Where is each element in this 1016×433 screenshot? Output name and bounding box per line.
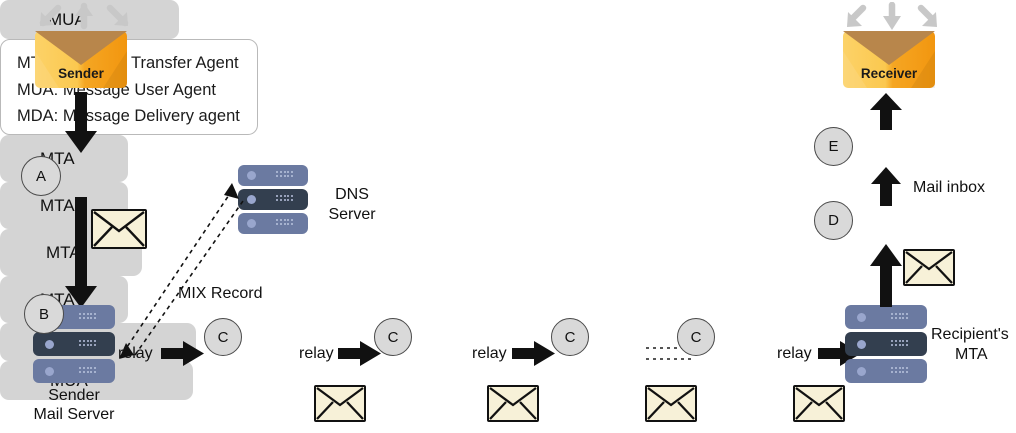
sender-envelope-label: Sender: [58, 66, 104, 81]
relay-label-3: relay: [472, 345, 507, 362]
envelope-sender-mua: [91, 209, 147, 249]
arrow-mua-to-sender-mail-server: [65, 197, 97, 308]
step-badge-a: A: [21, 156, 61, 196]
step-badge-c-4: C: [677, 318, 715, 356]
envelope-recipient-mta: [903, 249, 955, 286]
mta-label-3: MTA: [46, 242, 81, 262]
dns-server-label-line2: Server: [328, 206, 376, 223]
step-badge-c-3: C: [551, 318, 589, 356]
recipient-mta-label-line2: MTA: [955, 346, 988, 363]
sender-mail-server-label-line1: Sender: [48, 387, 100, 404]
step-badge-b: B: [24, 294, 64, 334]
relay-label-1: relay: [118, 345, 153, 362]
receiver-envelope: Receiver: [843, 31, 935, 88]
relay-label-4: relay: [777, 345, 812, 362]
dns-server: [238, 165, 308, 234]
arrow-relay-2: [338, 341, 381, 366]
arrow-mua-to-receiver: [870, 93, 902, 130]
envelope-mta-2: [487, 385, 539, 422]
sender-envelope: Sender: [35, 31, 127, 88]
step-badge-e: E: [814, 127, 853, 166]
receiver-envelope-label: Receiver: [860, 66, 918, 81]
recipient-mta-server: [845, 305, 927, 383]
arrow-sender-to-mua: [65, 92, 97, 153]
legend-line-mda: MDA: Message Delivery agent: [17, 107, 240, 126]
receiver-envelope-flap-icon: [843, 31, 935, 88]
dns-query-arrows: [119, 183, 244, 359]
sender-motion-arrows-icon: [39, 2, 129, 30]
step-badge-c-1: C: [204, 318, 242, 356]
dns-server-label-line1: DNS: [335, 186, 369, 203]
envelope-mta-1: [314, 385, 366, 422]
arrow-relay-1: [161, 341, 204, 366]
mta-label-2: MTA: [40, 195, 75, 215]
arrow-recipient-mta-to-mda: [870, 244, 902, 307]
sender-envelope-flap-icon: [35, 31, 127, 88]
step-badge-d: D: [814, 201, 853, 240]
receiver-motion-arrows-icon: [847, 2, 937, 30]
step-badge-c-2: C: [374, 318, 412, 356]
mta-ellipsis-connector: [646, 347, 692, 360]
mix-record-label: MIX Record: [178, 285, 263, 302]
arrow-relay-3: [512, 341, 555, 366]
envelope-mta-3: [645, 385, 697, 422]
mta-pill-1[interactable]: MTA: [0, 135, 128, 182]
recipient-mta-label-line1: Recipient's: [931, 326, 1009, 343]
arrow-mda-to-mua: [871, 167, 901, 206]
relay-label-2: relay: [299, 345, 334, 362]
mail-inbox-label: Mail inbox: [913, 179, 986, 196]
envelope-mta-4: [793, 385, 845, 422]
sender-mail-server-label-line2: Mail Server: [33, 406, 115, 423]
